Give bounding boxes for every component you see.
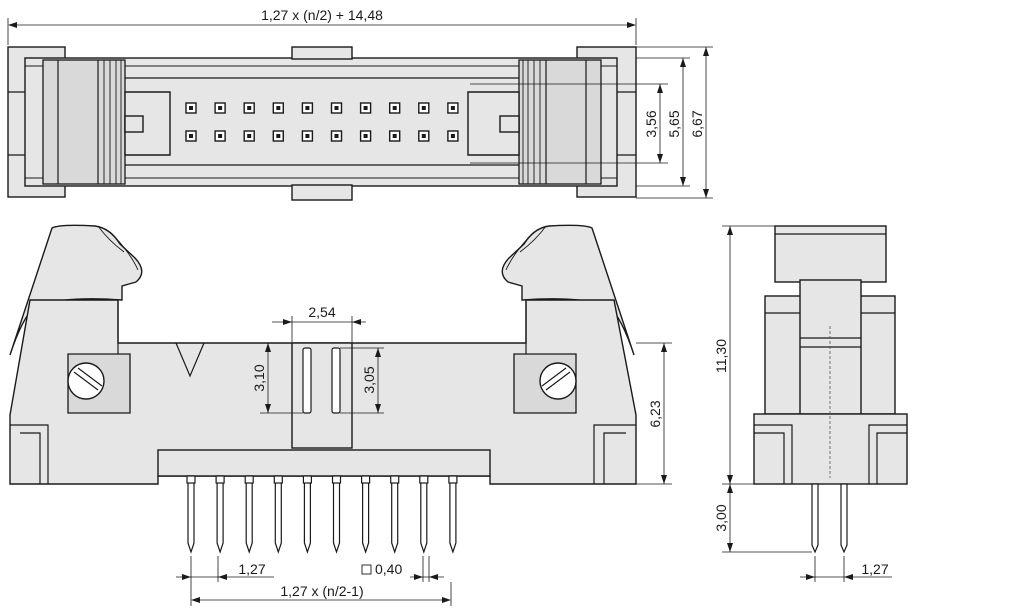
front-view-pin-shoulder	[244, 475, 254, 484]
front-view-pin-shoulder	[448, 475, 458, 484]
dim-pitch-side: 1,27	[861, 561, 888, 577]
top-view-top-tab	[291, 46, 353, 60]
pin-hole-center	[189, 134, 193, 138]
top-view-bottom-tab	[291, 184, 353, 201]
top-view-pin-holes	[185, 102, 459, 142]
front-view	[9, 224, 637, 554]
front-view-pin-shoulder	[419, 475, 429, 484]
pin-hole-center	[218, 106, 223, 110]
pin-hole-center	[305, 134, 310, 138]
dim-outer-width: 6,67	[689, 110, 705, 137]
dim-pin-length: 3,00	[713, 504, 729, 531]
front-view-pin-shoulder	[361, 475, 371, 484]
dim-overall-length: 1,27 x (n/2) + 14,48	[261, 7, 383, 23]
pin-hole-center	[247, 134, 252, 138]
front-view-pin	[391, 475, 399, 554]
pin-hole-center	[218, 134, 223, 138]
pin-hole-center	[450, 134, 455, 138]
pin-hole-center	[363, 106, 368, 110]
front-view-pin	[332, 475, 341, 554]
dim-pin-spacing-top: 2,54	[308, 304, 335, 320]
side-view-base	[753, 413, 908, 485]
front-view-pin-shoulder	[390, 475, 400, 484]
side-view-pin-1	[811, 483, 819, 554]
front-view-pin	[420, 475, 428, 554]
front-view-dimensions: 2,54 3,10 3,05 6,23 1,27 0,40	[176, 304, 672, 606]
top-view-left-latch	[42, 59, 126, 185]
front-view-pins	[186, 475, 458, 554]
front-view-pin-shoulder	[302, 475, 312, 484]
dim-pin-square: 0,40	[375, 561, 402, 577]
top-view-dimensions: 1,27 x (n/2) + 14,48 3,56 5,65 6,67	[7, 7, 713, 199]
pin-hole-center	[189, 106, 193, 110]
top-view-right-latch	[518, 59, 602, 185]
front-view-pin	[216, 475, 224, 554]
pin-hole-center	[305, 106, 310, 110]
dim-inner-width: 5,65	[666, 110, 682, 137]
pin-hole-center	[276, 134, 281, 138]
side-view-dimensions: 11,30 3,00 1,27	[713, 225, 892, 582]
square-symbol-icon	[361, 564, 372, 575]
top-view	[7, 46, 637, 201]
dim-body-height: 6,23	[647, 400, 663, 427]
pin-hole-center	[363, 134, 368, 138]
front-view-center-pocket	[291, 342, 353, 449]
front-view-pin-shoulder	[273, 475, 283, 484]
pin-hole-center	[276, 106, 281, 110]
front-view-pin	[362, 475, 370, 554]
dim-pin-stub-right: 3,05	[361, 366, 377, 393]
side-view-pin-2	[840, 483, 848, 554]
front-view-pin-shoulder	[331, 475, 342, 484]
front-view-pin	[303, 475, 311, 554]
side-view	[753, 225, 908, 554]
pin-hole-center	[450, 106, 455, 110]
front-view-pin	[274, 475, 282, 554]
front-view-pin-stub-1	[302, 347, 312, 414]
front-view-pin	[245, 475, 253, 554]
pin-hole-center	[334, 106, 339, 110]
dim-pin-row-length: 1,27 x (n/2-1)	[280, 583, 363, 599]
front-view-pin	[187, 475, 195, 554]
front-view-base-strip	[157, 449, 491, 477]
pin-hole-center	[421, 134, 426, 138]
pin-hole-center	[247, 106, 252, 110]
front-view-pin	[449, 475, 457, 554]
dim-pin-stub-left: 3,10	[251, 364, 267, 391]
dim-side-height: 11,30	[713, 339, 729, 373]
dim-pitch-front: 1,27	[238, 561, 265, 577]
side-view-top-cap	[774, 225, 887, 283]
front-view-pin-shoulder	[186, 475, 196, 484]
dim-row-spacing: 3,56	[643, 110, 659, 137]
pin-hole-center	[392, 134, 397, 138]
pin-hole-center	[392, 106, 397, 110]
front-view-pin-shoulder	[215, 475, 225, 484]
pin-hole-center	[421, 106, 426, 110]
pin-hole-center	[334, 134, 339, 138]
front-view-pin-stub-2	[331, 347, 341, 414]
